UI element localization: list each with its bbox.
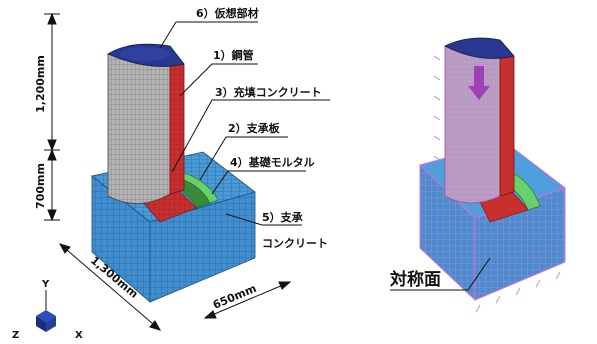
label-foundation-mortar: 4）基礎モルタル bbox=[230, 155, 315, 169]
label-bearing-plate: 2）支承板 bbox=[228, 121, 281, 135]
label-support-concrete-1: 5）支承 bbox=[262, 210, 304, 224]
leader-lines bbox=[159, 21, 330, 226]
left-model bbox=[91, 43, 256, 303]
axis-z-label: Z bbox=[12, 330, 19, 341]
axis-y-label: Y bbox=[41, 279, 50, 290]
dim-height-lower: 700mm bbox=[34, 163, 47, 209]
axis-triad bbox=[36, 290, 56, 332]
right-pipe bbox=[444, 45, 501, 204]
plan-dimensions bbox=[58, 243, 292, 331]
pipe-outer bbox=[107, 53, 171, 204]
right-pipe-cut bbox=[499, 47, 515, 197]
block-side-face bbox=[149, 191, 256, 303]
label-steel-pipe: 1）鋼管 bbox=[213, 48, 254, 62]
symmetry-leader bbox=[390, 257, 491, 291]
dim-height-upper: 1,200mm bbox=[34, 55, 47, 113]
load-arrow bbox=[468, 66, 490, 100]
symmetry-plane-label: 対称面 bbox=[389, 269, 441, 290]
label-fill-concrete: 3）充填コンクリート bbox=[215, 85, 322, 99]
right-virtual-top bbox=[444, 37, 515, 59]
right-model bbox=[419, 37, 567, 313]
dim-width: 650mm bbox=[211, 282, 258, 312]
label-support-concrete-2: コンクリート bbox=[262, 237, 328, 250]
vertical-dimensions bbox=[44, 12, 60, 222]
pipe-cut-face bbox=[169, 55, 185, 195]
label-virtual-member: 6）仮想部材 bbox=[196, 6, 259, 20]
axis-x-label: X bbox=[75, 330, 83, 341]
